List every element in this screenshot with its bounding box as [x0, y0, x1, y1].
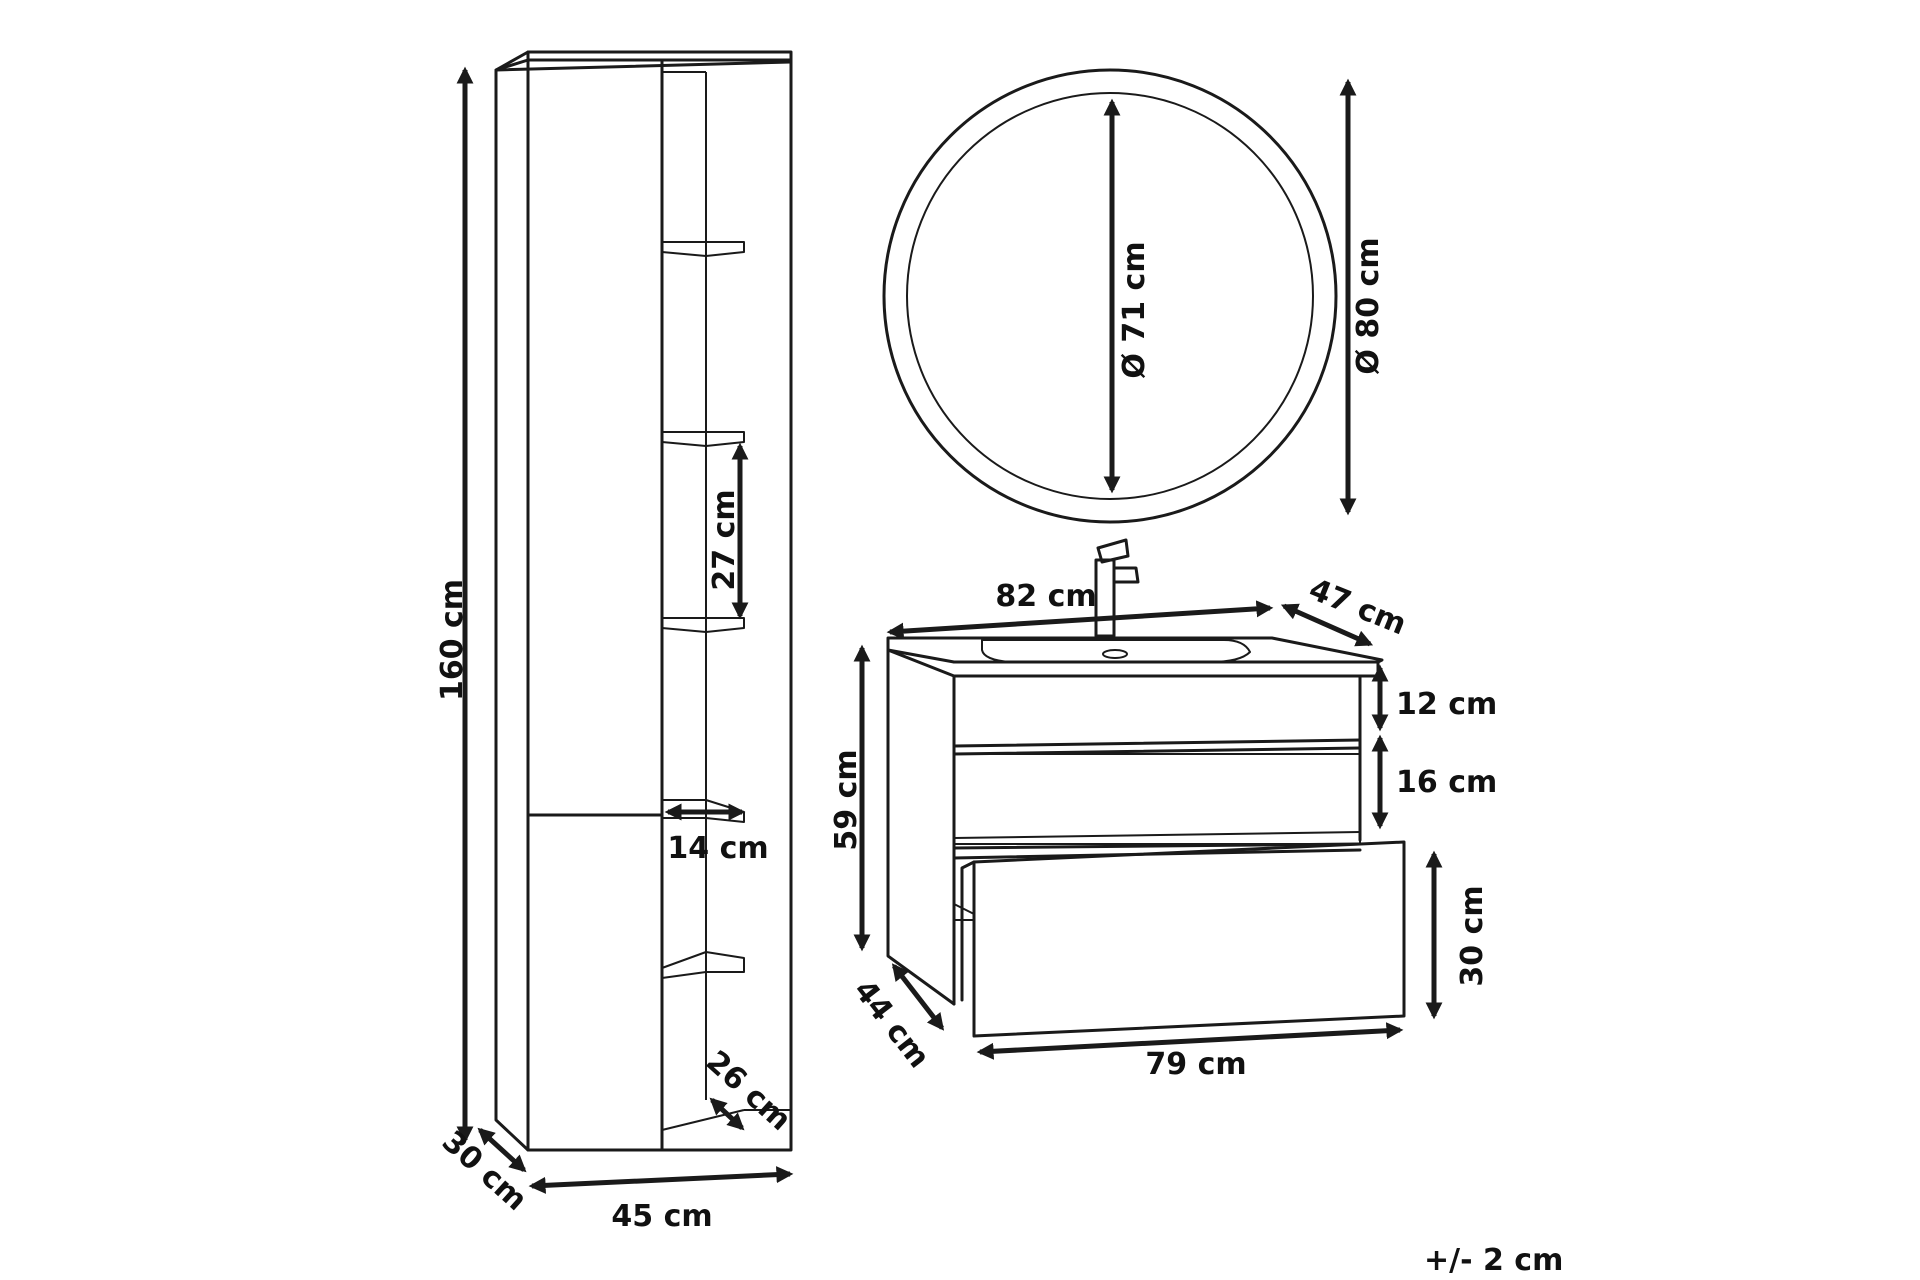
dim-line-vanity-depth — [891, 963, 945, 1031]
dim-line-shelf-depth — [709, 1097, 745, 1131]
label-basin-section: 12 cm — [1396, 687, 1497, 722]
label-mirror-outer: Ø 80 cm — [1351, 237, 1386, 374]
label-shelf-spacing: 27 cm — [707, 489, 742, 590]
dim-line-cabinet-depth — [477, 1127, 527, 1173]
label-drawer-height: 30 cm — [1455, 885, 1490, 986]
cabinet-shelves — [661, 241, 745, 979]
label-cabinet-height: 160 cm — [435, 579, 470, 701]
label-vanity-top-width: 82 cm — [995, 579, 1096, 614]
dim-line-drawer-width — [976, 1022, 1404, 1060]
tall-cabinet — [494, 50, 793, 1152]
dim-line-cabinet-width — [528, 1166, 794, 1194]
faucet — [1094, 538, 1140, 638]
label-drawer-width: 79 cm — [1145, 1047, 1246, 1082]
label-mirror-inner: Ø 71 cm — [1117, 241, 1152, 378]
label-shelf-depth: 26 cm — [699, 1044, 798, 1138]
label-vanity-height: 59 cm — [829, 749, 864, 850]
label-open-shelf: 16 cm — [1396, 765, 1497, 800]
label-cabinet-width: 45 cm — [611, 1199, 712, 1234]
label-cabinet-depth: 30 cm — [435, 1124, 534, 1218]
dim-line-vanity-top-depth — [1280, 603, 1374, 647]
tolerance-note: +/- 2 cm — [1424, 1243, 1563, 1278]
dim-line-vanity-top-width — [886, 600, 1274, 640]
label-shelf-width: 14 cm — [667, 831, 768, 866]
label-vanity-top-depth: 47 cm — [1304, 572, 1411, 642]
label-vanity-depth: 44 cm — [847, 973, 937, 1074]
